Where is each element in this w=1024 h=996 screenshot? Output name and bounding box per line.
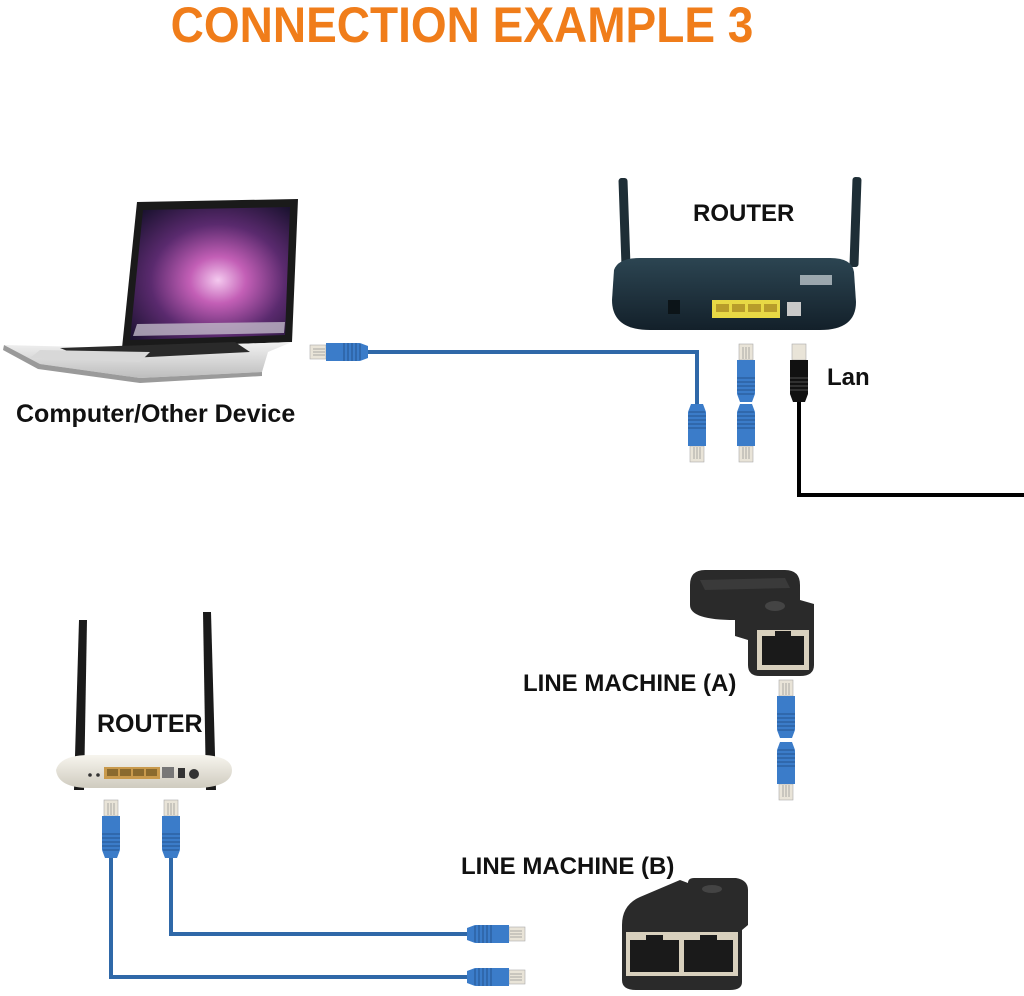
cable-laptop-to-line-machine-a xyxy=(368,350,699,462)
line-machine-b-label: LINE MACHINE (B) xyxy=(461,853,675,880)
router-icon xyxy=(56,612,232,790)
cable-router-b-to-line-machine-b-2 xyxy=(109,858,505,979)
lan-label: Lan xyxy=(827,364,870,391)
laptop-icon xyxy=(3,199,298,383)
diagram-title: CONNECTION EXAMPLE 3 xyxy=(170,0,754,53)
router-main-label: ROUTER xyxy=(693,200,795,227)
router-icon xyxy=(612,176,862,330)
rj45-splitter-icon xyxy=(690,570,814,676)
computer-label: Computer/Other Device xyxy=(16,400,296,428)
router-secondary-label: ROUTER xyxy=(97,710,203,738)
rj45-splitter-icon xyxy=(622,878,748,990)
cable-router-b-to-line-machine-b-1 xyxy=(169,858,505,936)
lan-cable xyxy=(797,400,1024,497)
line-machine-a-label: LINE MACHINE (A) xyxy=(523,670,737,697)
lan-plug-icon xyxy=(790,343,808,402)
